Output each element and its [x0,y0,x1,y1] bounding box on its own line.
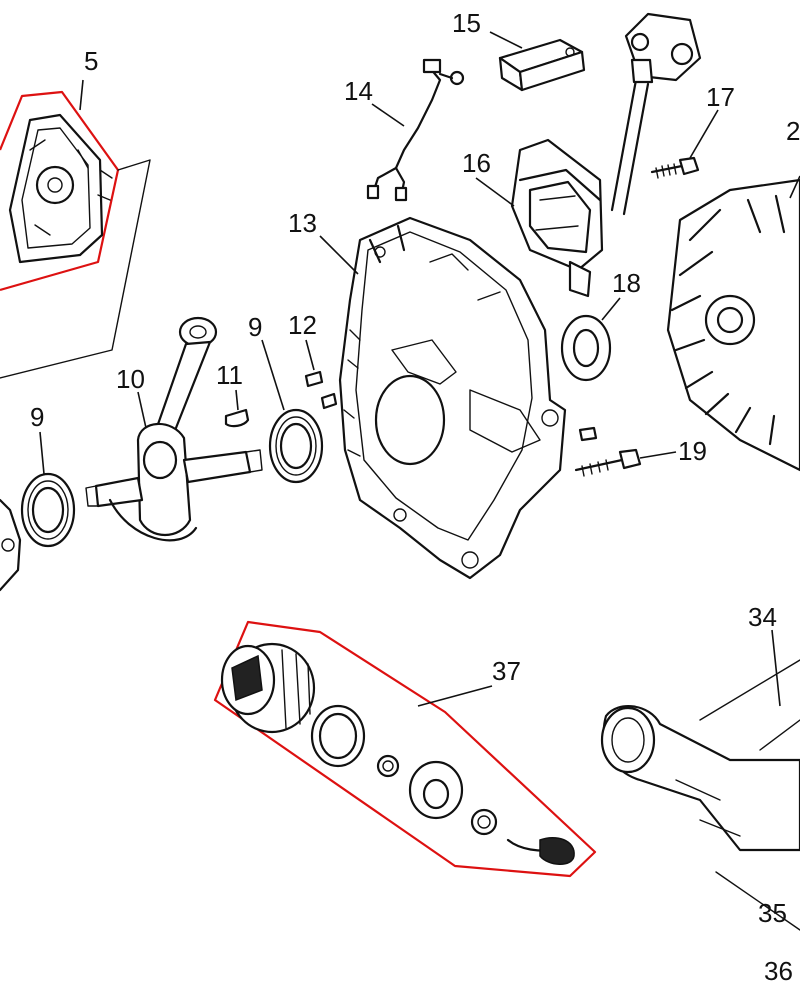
label-part-16: 16 [462,148,491,178]
part-10-crankshaft[interactable] [85,316,263,542]
label-part-13: 13 [288,208,317,238]
part-19-screw[interactable] [574,426,642,477]
part-16-leader [475,177,515,207]
label-part-18: 18 [612,268,641,298]
part-16-ignition-coil[interactable] [510,12,702,298]
part-37-leader [417,685,493,707]
part-11-key[interactable] [224,408,250,428]
part-15-block[interactable] [498,38,586,92]
part-17-screw[interactable] [650,156,700,179]
part-34-tank[interactable] [600,659,800,931]
part-18-leader [601,297,621,321]
part-17-leader [689,109,719,159]
part-18-oil-seal[interactable] [560,314,612,382]
label-part-17: 17 [706,82,735,112]
label-part-2: 2 [786,116,800,146]
part-37-fuel-cap-kit[interactable] [213,620,597,878]
part-12-pin[interactable] [304,370,324,388]
part-19-leader [639,451,677,459]
part-9-bearing-right[interactable] [268,408,324,484]
part-5-group-outline [0,90,120,292]
label-part-15: 15 [452,8,481,38]
part-9-bearing-left[interactable] [20,472,76,548]
part-9-right-leader [261,339,285,411]
label-part-10: 10 [116,364,145,394]
label-part-37: 37 [492,656,521,686]
part-9-left-leader [39,431,45,475]
part-10-leader [137,391,147,429]
part-5-leader-lines [0,159,151,379]
part-13-crankcase[interactable] [338,216,567,580]
part-12-leader [305,339,315,371]
part-14-wire-harness[interactable] [366,58,465,202]
part-34-leader [771,629,781,707]
label-part-36: 36 [764,956,793,986]
part-15-leader [489,31,523,49]
part-11-leader [235,389,239,411]
left-edge-partial-part [0,498,22,592]
part-2-flywheel[interactable] [666,175,800,472]
label-part-9a: 9 [248,312,262,342]
label-part-12: 12 [288,310,317,340]
label-part-35: 35 [758,898,787,928]
part-12-pin-b[interactable] [320,392,338,410]
label-part-9b: 9 [30,402,44,432]
part-5-cover[interactable] [0,79,120,292]
label-part-19: 19 [678,436,707,466]
part-13-leader [319,235,359,275]
label-part-14: 14 [344,76,373,106]
label-part-34: 34 [748,602,777,632]
label-part-5: 5 [84,46,98,76]
part-14-leader [371,103,405,127]
label-part-11: 11 [216,360,243,390]
